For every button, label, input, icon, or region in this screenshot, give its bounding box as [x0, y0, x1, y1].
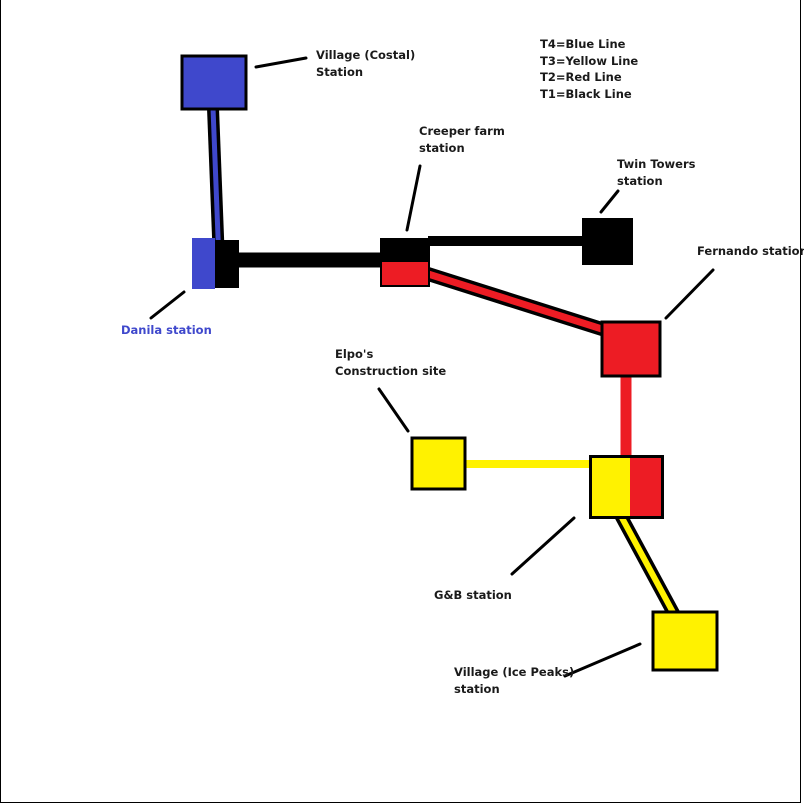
- village-costal-label-2: Station: [316, 65, 363, 79]
- legend-t3: T3=Yellow Line: [540, 54, 638, 68]
- gb-leader: [510, 516, 576, 576]
- elpos-station-block: [410, 436, 467, 491]
- creeper-farm-label-2: station: [419, 141, 465, 155]
- legend: T4=Blue Line T3=Yellow Line T2=Red Line …: [540, 37, 638, 101]
- danila-leader: [149, 290, 186, 320]
- blue-line-track: [207, 107, 225, 263]
- twin-towers-leader: [599, 189, 620, 214]
- elpos-leader: [377, 387, 410, 433]
- village-costal-label-1: Village (Costal): [316, 48, 415, 62]
- legend-t2: T2=Red Line: [540, 70, 622, 84]
- red-line-track: [422, 266, 632, 458]
- danila-station-block: [192, 238, 239, 289]
- village-costal-station-block: [180, 54, 248, 111]
- village-ice-peaks-station-block: [651, 610, 719, 672]
- twin-towers-label-1: Twin Towers: [617, 157, 696, 171]
- yellow-line-track: [466, 460, 681, 620]
- creeper-farm-label-1: Creeper farm: [419, 124, 505, 138]
- twin-towers-label-2: station: [617, 174, 663, 188]
- elpos-label-1: Elpo's: [335, 347, 373, 361]
- creeper-farm-leader: [405, 164, 422, 232]
- gb-station-block: [589, 455, 664, 519]
- legend-t1: T1=Black Line: [540, 87, 632, 101]
- gb-label: G&B station: [434, 588, 512, 602]
- village-ice-label-2: station: [454, 682, 500, 696]
- village-ice-leader: [563, 642, 642, 678]
- fernando-label: Fernando station: [697, 244, 804, 258]
- leader-lines: [149, 56, 715, 678]
- village-ice-label-1: Village (Ice Peaks): [454, 665, 574, 679]
- fernando-station-block: [600, 320, 662, 378]
- fernando-leader: [664, 268, 715, 320]
- twin-towers-station-block: [582, 218, 633, 265]
- village-costal-leader: [254, 56, 308, 69]
- legend-t4: T4=Blue Line: [540, 37, 626, 51]
- danila-label: Danila station: [121, 323, 212, 337]
- black-line-track: [236, 236, 585, 268]
- elpos-label-2: Construction site: [335, 364, 446, 378]
- creeper-farm-station-block: [380, 238, 430, 287]
